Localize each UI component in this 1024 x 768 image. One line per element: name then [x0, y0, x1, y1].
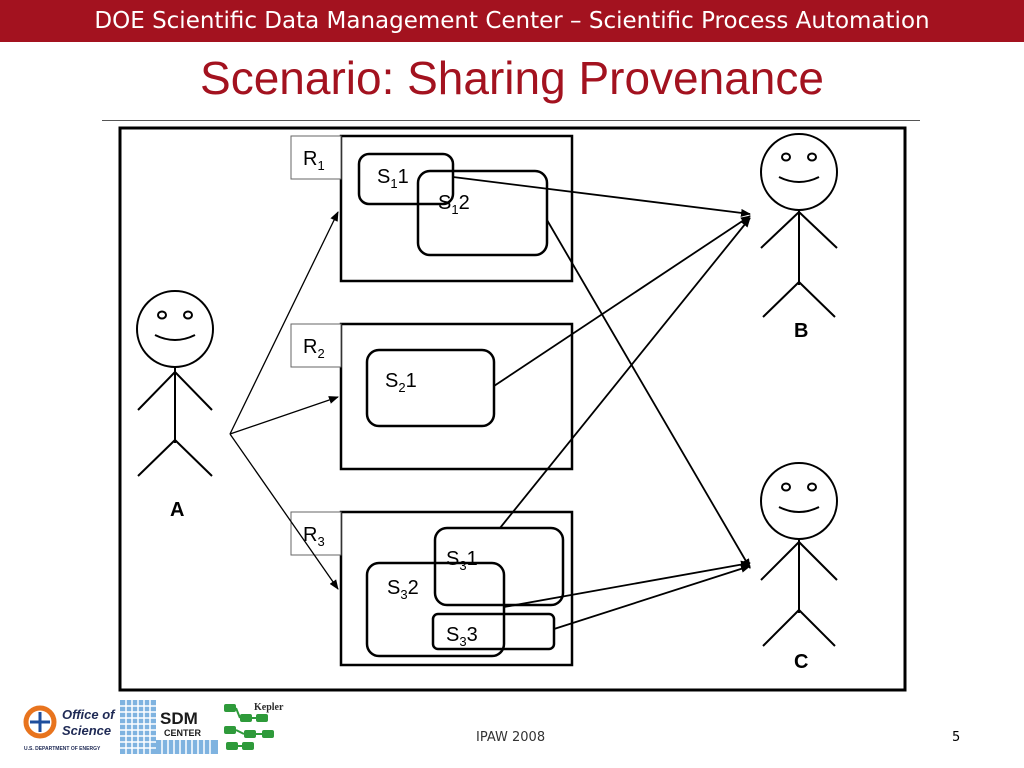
repository-r1-box	[339, 134, 574, 283]
repository-r2-label: R2	[303, 336, 325, 361]
item-s1-1-label: S11	[377, 166, 409, 191]
kepler-logo-text: Kepler	[254, 702, 284, 713]
arrow-s2-1-to-b	[493, 215, 751, 387]
doe-seal-icon	[23, 705, 57, 739]
sdm-logo-line2: CENTER	[164, 728, 202, 738]
item-s3-2	[365, 561, 506, 658]
arrow-s3-1-to-b	[499, 217, 751, 529]
arrow-a-to-r2	[229, 396, 339, 435]
item-s3-3-label: S33	[446, 624, 478, 649]
diagram-frame	[118, 126, 907, 692]
repository-r1-tag	[290, 135, 342, 180]
office-logo-line1: Office of	[62, 707, 116, 722]
office-of-science-logo: Office of Science U.S. DEPARTMENT OF ENE…	[23, 705, 116, 752]
item-s1-2-label: S12	[438, 192, 470, 217]
person-b-figure	[760, 133, 838, 318]
person-a-figure	[136, 290, 214, 477]
arrow-s3-3-to-c	[553, 564, 751, 630]
item-s1-2	[416, 169, 549, 257]
arrow-s3-2-to-c	[503, 560, 751, 608]
sdm-center-logo: SDM CENTER	[120, 700, 218, 754]
arrow-s1-1-to-b	[452, 176, 751, 217]
sdm-logo-line1: SDM	[160, 709, 198, 728]
footer-conference: IPAW 2008	[476, 730, 546, 745]
header-banner: DOE Scientific Data Management Center – …	[0, 0, 1024, 42]
office-logo-line2: Science	[62, 723, 111, 738]
person-a-label: A	[170, 499, 184, 521]
repository-r1-label: R1	[303, 148, 325, 173]
arrow-s1-2-to-c	[546, 219, 751, 569]
item-s3-3	[431, 612, 556, 651]
item-s1-1	[357, 152, 455, 206]
person-c-figure	[760, 462, 838, 647]
item-s2-1	[365, 348, 496, 428]
repository-r2-tag	[290, 323, 342, 368]
arrow-a-to-r1	[229, 211, 339, 435]
repository-r3-box	[339, 510, 574, 667]
doe-seal-mark	[30, 712, 50, 732]
item-s3-1-label: S31	[446, 548, 478, 573]
person-c-label: C	[794, 651, 808, 673]
kepler-blocks-icon	[224, 704, 274, 750]
title-divider	[102, 120, 920, 121]
slide-title: Scenario: Sharing Provenance	[200, 52, 824, 104]
kepler-logo: Kepler	[224, 702, 284, 750]
repository-r2-box	[339, 322, 574, 471]
arrow-a-to-r3	[229, 433, 339, 590]
office-logo-dept: U.S. DEPARTMENT OF ENERGY	[24, 746, 101, 752]
person-b-label: B	[794, 320, 808, 342]
page-number: 5	[952, 730, 961, 745]
item-s2-1-label: S21	[385, 370, 417, 395]
repository-r3-label: R3	[303, 524, 325, 549]
item-s3-2-label: S32	[387, 577, 419, 602]
item-s3-1	[433, 526, 565, 607]
